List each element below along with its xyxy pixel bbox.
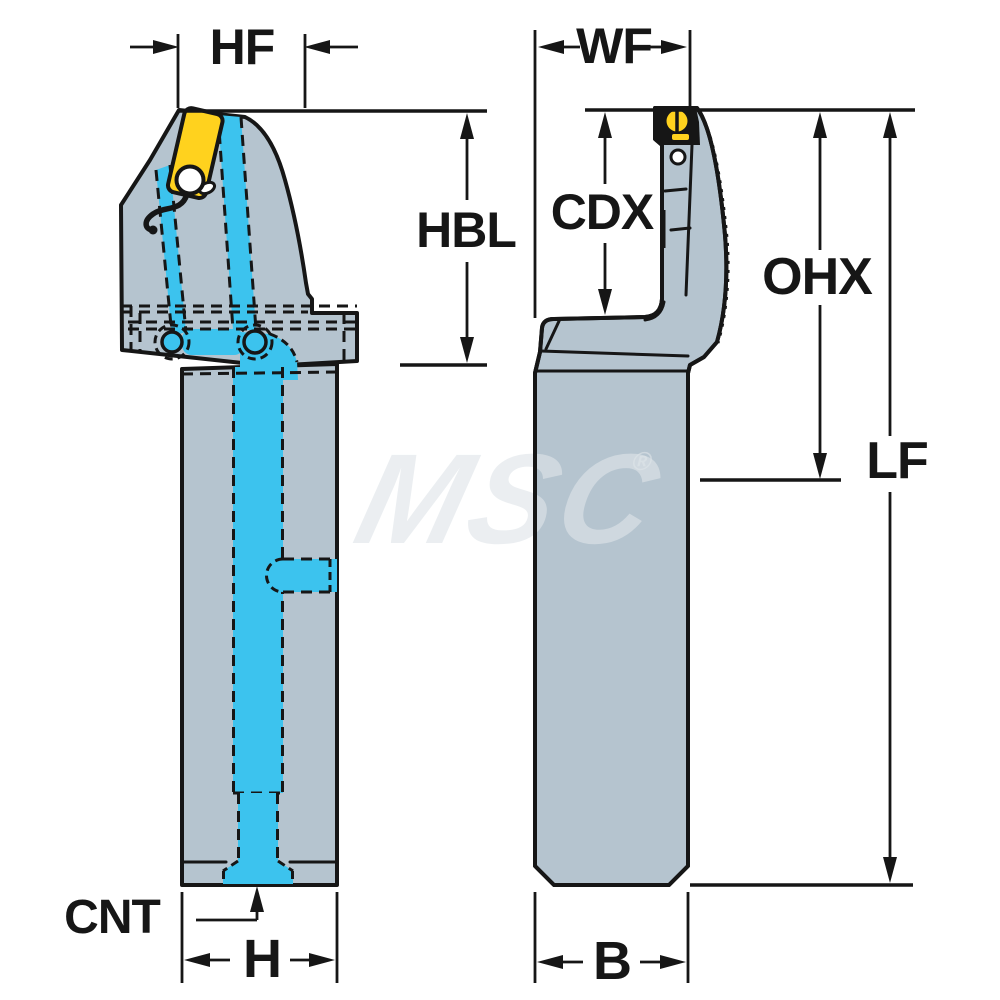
dim-hbl-label: HBL [416,202,516,258]
dim-hf: HF [130,19,358,108]
front-insert-area [143,106,225,235]
dim-lf-label: LF [866,432,928,490]
dim-cnt: CNT [64,886,264,944]
dim-ohx-label: OHX [762,248,873,306]
watermark-text: MSC [344,427,676,571]
dim-ohx: OHX [700,112,874,482]
dim-hbl: HBL [400,113,517,367]
dim-h-label: H [243,929,281,989]
dim-cnt-label: CNT [64,891,160,944]
dim-wf: WF [533,18,692,318]
dim-h: H [180,892,339,989]
dim-b-label: B [593,931,631,991]
dim-lf: LF [690,112,929,887]
front-flange-hidden-details [121,304,357,380]
dim-b: B [533,892,690,991]
watermark: MSC ® [344,427,676,571]
front-shank-bands [180,370,339,864]
front-shank-coolant-channel [222,367,337,884]
dim-cdx-label: CDX [551,184,654,240]
side-insert-pocket [655,108,700,166]
clamp-screw-hole [174,164,206,196]
spring-clip [143,191,190,233]
spring-clip-end [148,225,158,235]
dim-hf-label: HF [210,19,275,75]
side-screw-hole [669,148,687,166]
dim-cdx: CDX [551,112,655,315]
front-view [119,106,359,887]
dim-wf-label: WF [576,18,652,74]
